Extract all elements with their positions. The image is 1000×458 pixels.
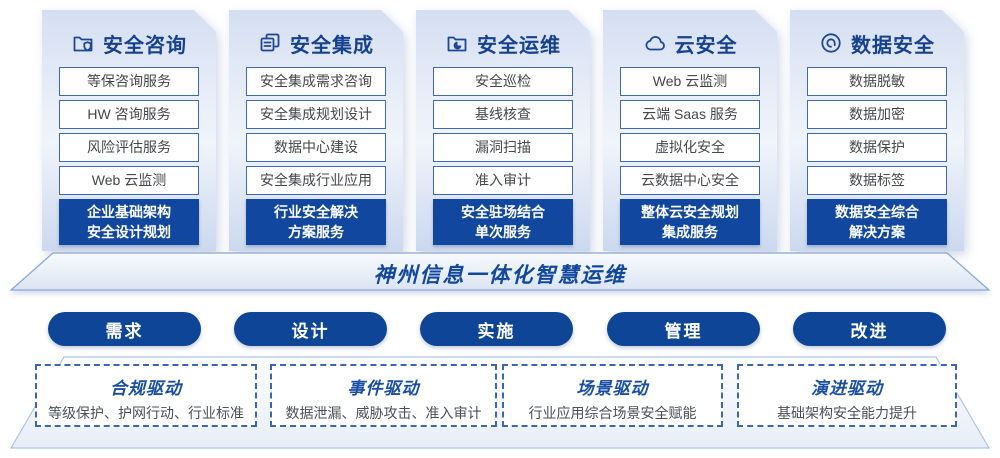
service-item: 安全巡检 [433, 67, 573, 96]
card-title: 云安全 [674, 34, 738, 57]
driver-title: 演进驱动 [811, 379, 883, 398]
card-security-integration: 安全集成 安全集成需求咨询 安全集成规划设计 数据中心建设 安全集成行业应用 行… [229, 10, 403, 251]
card-header: 安全集成 [229, 10, 403, 57]
driver-desc: 数据泄漏、威胁攻击、准入审计 [285, 405, 482, 421]
service-item: 云数据中心安全 [620, 166, 760, 195]
card-title: 安全运维 [477, 34, 561, 57]
driver-title: 合规驱动 [110, 379, 182, 398]
card-title: 数据安全 [851, 34, 935, 57]
service-item: Web 云监测 [620, 67, 760, 96]
service-item: 安全集成需求咨询 [246, 67, 386, 96]
card-title: 安全集成 [290, 34, 374, 57]
driver-evolution: 演进驱动 基础架构安全能力提升 [737, 364, 957, 427]
driver-desc: 行业应用综合场景安全赋能 [528, 405, 697, 421]
driver-desc: 基础架构安全能力提升 [777, 405, 917, 421]
process-step-manage: 管理 [607, 312, 760, 346]
service-item: 等保咨询服务 [59, 67, 199, 96]
highlight-service: 数据安全综合 解决方案 [807, 199, 947, 245]
process-step-design: 设计 [234, 312, 387, 346]
highlight-service: 企业基础架构 安全设计规划 [59, 199, 199, 245]
driver-scenario: 场景驱动 行业应用综合场景安全赋能 [502, 364, 723, 427]
card-header: 安全咨询 [42, 10, 216, 57]
service-item: 数据标签 [807, 166, 947, 195]
service-item: Web 云监测 [59, 166, 199, 195]
driver-title: 事件驱动 [347, 379, 420, 398]
card-security-operations: 安全运维 安全巡检 基线核查 漏洞扫描 准入审计 安全驻场结合 单次服务 [416, 10, 590, 251]
driver-compliance: 合规驱动 等级保护、护网行动、行业标准 [35, 364, 257, 427]
card-data-security: 数据安全 数据脱敏 数据加密 数据保护 数据标签 数据安全综合 解决方案 [790, 10, 964, 251]
banner-trapezoid [9, 252, 991, 291]
cloud-icon [643, 31, 667, 55]
copy-document-icon [258, 31, 282, 55]
service-item: 安全集成规划设计 [246, 100, 386, 129]
service-item: 漏洞扫描 [433, 133, 573, 162]
card-header: 安全运维 [416, 10, 590, 57]
process-step-implement: 实施 [420, 312, 573, 346]
driver-desc: 等级保护、护网行动、行业标准 [48, 405, 244, 421]
card-header: 数据安全 [790, 10, 964, 57]
highlight-service: 安全驻场结合 单次服务 [433, 199, 573, 245]
service-item: 数据中心建设 [246, 133, 386, 162]
service-item: 数据加密 [807, 100, 947, 129]
service-item: 准入审计 [433, 166, 573, 195]
process-step-improve: 改进 [793, 312, 946, 346]
service-item: 云端 Saas 服务 [620, 100, 760, 129]
banner-title: 神州信息一体化智慧运维 [373, 264, 627, 287]
service-item: 数据保护 [807, 133, 947, 162]
service-item: 安全集成行业应用 [246, 166, 386, 195]
service-item: 虚拟化安全 [620, 133, 760, 162]
card-header: 云安全 [603, 10, 777, 57]
card-title: 安全咨询 [103, 34, 187, 57]
service-item: 基线核查 [433, 100, 573, 129]
folder-pie-icon [445, 31, 469, 55]
card-security-consulting: 安全咨询 等保咨询服务 HW 咨询服务 风险评估服务 Web 云监测 企业基础架… [42, 10, 216, 251]
highlight-service: 整体云安全规划 集成服务 [620, 199, 760, 245]
driver-incident: 事件驱动 数据泄漏、威胁攻击、准入审计 [270, 364, 497, 427]
service-item: 数据脱敏 [807, 67, 947, 96]
fingerprint-icon [819, 31, 843, 55]
folder-shield-icon [71, 31, 95, 55]
service-item: HW 咨询服务 [59, 100, 199, 129]
highlight-service: 行业安全解决 方案服务 [246, 199, 386, 245]
service-item: 风险评估服务 [59, 133, 199, 162]
driver-title: 场景驱动 [576, 379, 649, 398]
card-cloud-security: 云安全 Web 云监测 云端 Saas 服务 虚拟化安全 云数据中心安全 整体云… [603, 10, 777, 251]
process-step-requirement: 需求 [48, 312, 201, 346]
